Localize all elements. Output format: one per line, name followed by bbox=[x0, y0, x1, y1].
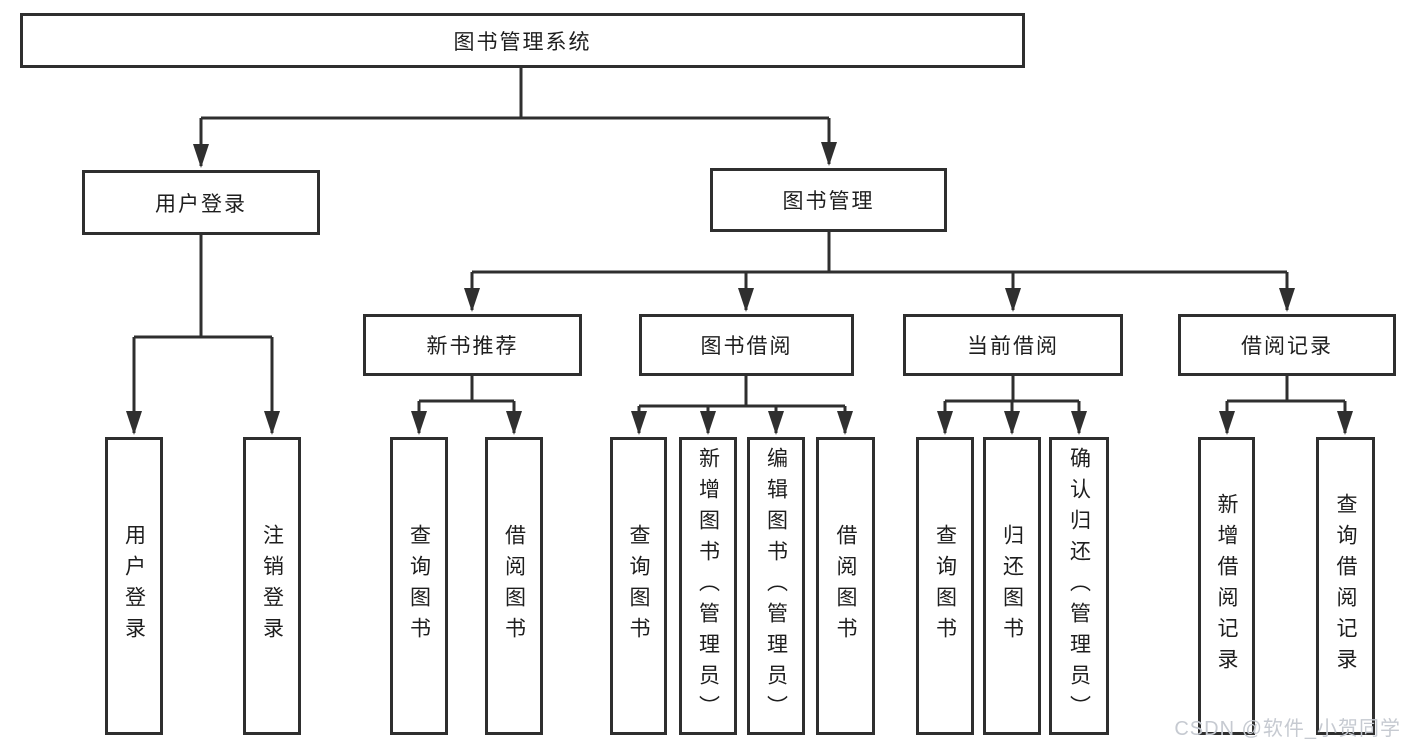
node-label: 图书管理 bbox=[782, 190, 875, 213]
node-book-borrowing: 图书借阅 bbox=[639, 314, 854, 376]
leaf-borrowing-add-books-admin: 新增图书（管理员） bbox=[679, 437, 737, 735]
node-label: 编辑图书（管理员） bbox=[764, 446, 788, 726]
node-label: 注销登录 bbox=[260, 524, 284, 648]
node-label: 新书推荐 bbox=[426, 335, 519, 358]
leaf-recommend-query-books: 查询图书 bbox=[390, 437, 448, 735]
node-label: 查询借阅记录 bbox=[1334, 493, 1357, 679]
leaf-current-query-books: 查询图书 bbox=[916, 437, 974, 735]
leaf-current-return-books: 归还图书 bbox=[983, 437, 1041, 735]
node-current-borrowing: 当前借阅 bbox=[903, 314, 1123, 376]
node-book-management: 图书管理 bbox=[710, 168, 947, 232]
node-label: 图书管理系统 bbox=[453, 30, 592, 54]
leaf-records-add-borrow-record: 新增借阅记录 bbox=[1198, 437, 1255, 735]
node-label: 当前借阅 bbox=[967, 335, 1059, 358]
node-label: 归还图书 bbox=[1000, 524, 1024, 648]
node-label: 用户登录 bbox=[155, 192, 247, 216]
leaf-records-query-borrow-record: 查询借阅记录 bbox=[1316, 437, 1375, 735]
node-new-book-recommendation: 新书推荐 bbox=[363, 314, 582, 376]
node-label: 查询图书 bbox=[407, 524, 431, 648]
leaf-borrowing-edit-books-admin: 编辑图书（管理员） bbox=[747, 437, 805, 735]
node-borrowing-records: 借阅记录 bbox=[1178, 314, 1396, 376]
node-user-login: 用户登录 bbox=[82, 170, 320, 235]
node-label: 新增图书（管理员） bbox=[696, 446, 720, 726]
csdn-watermark: CSDN @软件_小贺同学 bbox=[1174, 718, 1401, 740]
leaf-borrowing-borrow-books: 借阅图书 bbox=[816, 437, 875, 735]
node-label: 图书借阅 bbox=[700, 335, 793, 358]
node-library-management-system: 图书管理系统 bbox=[20, 13, 1025, 68]
node-label: 查询图书 bbox=[933, 524, 957, 648]
node-label: 新增借阅记录 bbox=[1215, 493, 1238, 679]
node-label: 确认归还（管理员） bbox=[1067, 446, 1091, 726]
leaf-recommend-borrow-books: 借阅图书 bbox=[485, 437, 543, 735]
node-label: 查询图书 bbox=[627, 524, 650, 648]
leaf-user-login: 用户登录 bbox=[105, 437, 163, 735]
node-label: 用户登录 bbox=[122, 524, 146, 648]
leaf-borrowing-query-books: 查询图书 bbox=[610, 437, 667, 735]
leaf-logout: 注销登录 bbox=[243, 437, 301, 735]
leaf-current-confirm-return-admin: 确认归还（管理员） bbox=[1049, 437, 1109, 735]
node-label: 借阅图书 bbox=[502, 524, 526, 648]
node-label: 借阅图书 bbox=[834, 524, 857, 648]
node-label: 借阅记录 bbox=[1241, 335, 1333, 358]
